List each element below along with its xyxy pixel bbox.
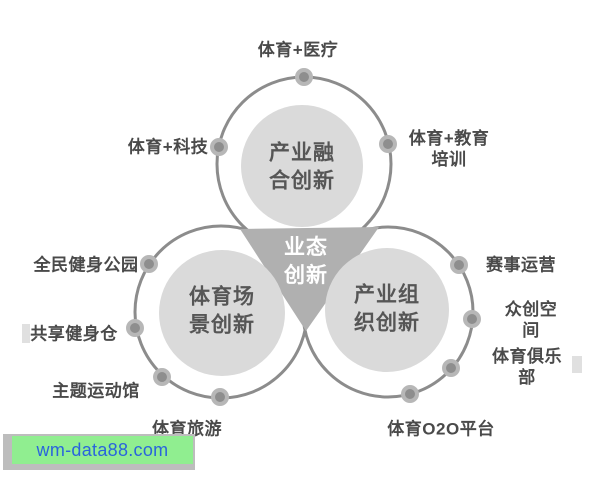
satellite-label-medical: 体育+医疗 bbox=[257, 40, 339, 60]
dot-education-icon bbox=[379, 135, 397, 153]
satellite-label-sports-club: 体育俱乐部 bbox=[492, 346, 562, 387]
dot-technology-icon bbox=[210, 138, 228, 156]
dot-maker-space-icon bbox=[463, 310, 481, 328]
satellite-label-event-operation: 赛事运营 bbox=[486, 255, 556, 275]
artifact-right bbox=[572, 356, 582, 373]
satellite-label-education: 体育+教育 培训 bbox=[408, 128, 490, 169]
bottom-right-inner-circle bbox=[325, 248, 449, 372]
dot-medical-icon bbox=[295, 68, 313, 86]
satellite-label-technology: 体育+科技 bbox=[127, 137, 209, 157]
top-circle-title: 产业融 合创新 bbox=[269, 141, 335, 193]
bottom-left-inner-circle bbox=[159, 250, 285, 376]
satellite-label-fitness-park: 全民健身公园 bbox=[33, 255, 139, 275]
satellite-label-sports-tourism: 体育旅游 bbox=[152, 419, 222, 439]
artifact-left bbox=[22, 324, 30, 343]
center-triangle-label: 业态 创新 bbox=[284, 236, 328, 287]
dot-sports-tourism-icon bbox=[211, 388, 229, 406]
dot-fitness-park-icon bbox=[140, 255, 158, 273]
satellite-label-maker-space: 众创空间 bbox=[504, 299, 558, 340]
satellite-label-shared-gym: 共享健身仓 bbox=[30, 324, 118, 344]
dot-theme-stadium-icon bbox=[153, 368, 171, 386]
dot-shared-gym-icon bbox=[126, 319, 144, 337]
dot-sports-club-icon bbox=[442, 359, 460, 377]
watermark-badge: wm-data88.com bbox=[12, 436, 193, 464]
satellite-label-theme-stadium: 主题运动馆 bbox=[52, 381, 140, 401]
watermark-text: wm-data88.com bbox=[36, 439, 169, 460]
bottom-left-circle-title: 体育场 景创新 bbox=[189, 285, 255, 337]
satellite-label-o2o-platform: 体育O2O平台 bbox=[387, 419, 495, 439]
center-triangle bbox=[240, 227, 379, 331]
top-inner-circle bbox=[241, 105, 363, 227]
bottom-right-circle-title: 产业组 织创新 bbox=[354, 283, 420, 335]
dot-event-operation-icon bbox=[450, 256, 468, 274]
dot-o2o-platform-icon bbox=[401, 385, 419, 403]
